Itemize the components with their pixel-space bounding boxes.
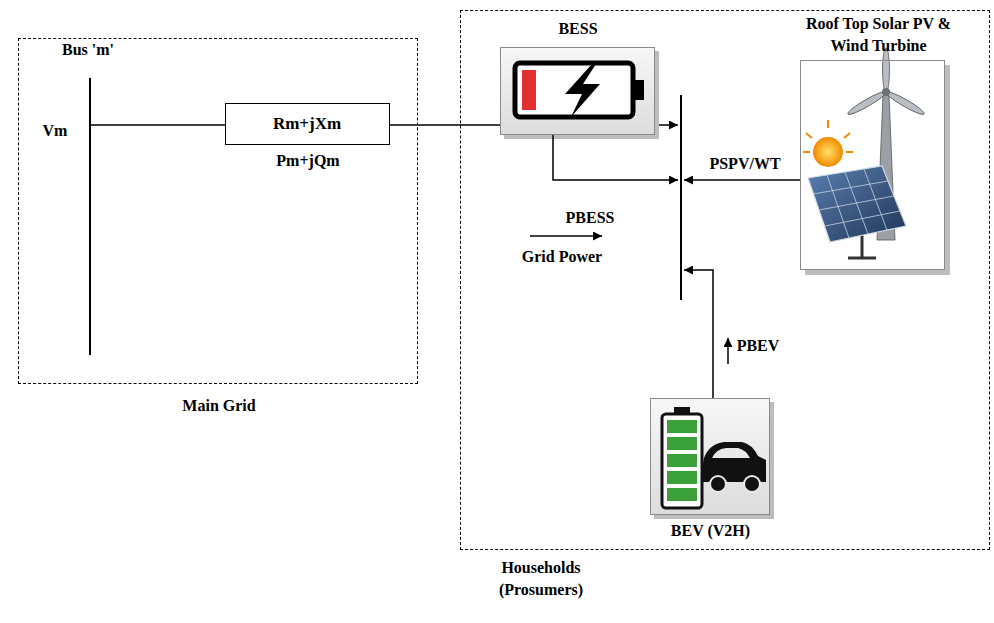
- battery-symbol: [662, 407, 702, 508]
- turbine-rotor: [846, 48, 926, 117]
- bus-bar: [680, 95, 682, 300]
- annotation-label: PBEV: [737, 335, 780, 357]
- battery-terminal: [634, 80, 644, 100]
- lightning-symbol: [565, 64, 600, 117]
- generation-box: Roof Top Solar PV & Wind Turbine: [800, 60, 945, 270]
- node-label: Households (Prosumers): [486, 557, 596, 601]
- flow-arrow: [530, 235, 602, 237]
- battery-charge: [522, 70, 536, 110]
- annotation-label: Grid Power: [522, 246, 602, 268]
- battery-symbol: [515, 63, 633, 117]
- feeder-line: [90, 124, 225, 126]
- impedance-box: Rm+jXm: [225, 103, 390, 145]
- node-label: Main Grid: [19, 395, 419, 417]
- vehicle-box: BEV (V2H): [650, 398, 770, 515]
- power-line: [553, 135, 678, 180]
- picture-ground: [500, 47, 655, 135]
- picture-ground: [650, 398, 770, 515]
- power-line: [684, 270, 713, 398]
- flow-arrow: [727, 338, 729, 364]
- power-line: [684, 179, 800, 181]
- annotation-label: Pm+jQm: [276, 150, 339, 172]
- annotation-label: Bus 'm': [62, 39, 114, 61]
- car-symbol: [700, 442, 766, 492]
- annotation-label: Vm: [43, 120, 68, 142]
- bus-bar: [89, 78, 91, 355]
- region-box: Main GridRm+jXm: [18, 38, 418, 384]
- sun-symbol: [803, 120, 853, 167]
- solar-panel: [808, 166, 906, 258]
- region-box: Households (Prosumers)BESSRoof Top Solar…: [460, 10, 990, 550]
- storage-box: BESS: [500, 47, 655, 135]
- annotation-label: PBESS: [566, 207, 615, 229]
- node-label: Rm+jXm: [273, 113, 341, 135]
- node-label: BESS: [481, 18, 676, 40]
- node-label: BEV (V2H): [631, 520, 791, 542]
- picture-ground: [800, 60, 945, 270]
- annotation-label: PSPV/WT: [709, 153, 780, 175]
- node-label: Roof Top Solar PV & Wind Turbine: [794, 13, 964, 57]
